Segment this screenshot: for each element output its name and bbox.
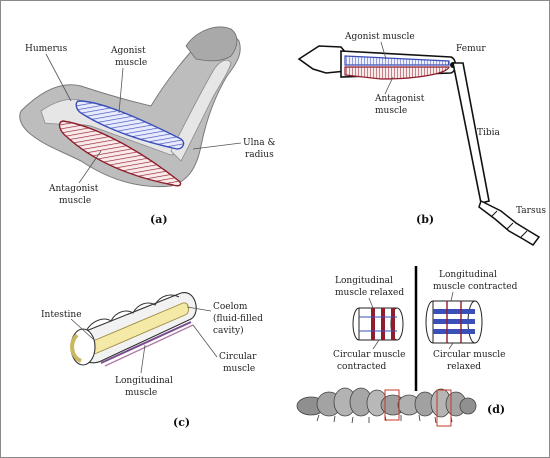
panel-d-caption: (d): [487, 403, 505, 416]
circ-contracted-label-2: contracted: [337, 362, 387, 372]
circ-relaxed-label-1: Circular muscle: [433, 350, 506, 360]
long-contracted-label-1: Longitudinal: [439, 270, 497, 280]
agonist-label-b: Agonist muscle: [344, 32, 415, 42]
circular-label-1: Circular: [219, 352, 257, 362]
femur-label: Femur: [456, 44, 486, 54]
tarsus-label: Tarsus: [516, 206, 546, 216]
panel-a-caption: (a): [150, 213, 168, 226]
coelom-label-2: (fluid-filled: [213, 313, 263, 324]
hand-shape: [185, 26, 238, 62]
agonist-muscle-leg: [344, 55, 450, 66]
long-relaxed-label-1: Longitudinal: [335, 276, 393, 286]
ulna-label-2: radius: [245, 150, 274, 160]
antagonist-label-a2: muscle: [59, 196, 91, 206]
segment-circular-contracted: [352, 307, 404, 341]
agonist-label-a2: muscle: [115, 58, 147, 68]
ulna-radius-bone: [170, 59, 232, 162]
antagonist-label-b2: muscle: [375, 106, 407, 116]
agonist-muscle-arm: [75, 100, 185, 150]
circ-contracted-label-1: Circular muscle: [333, 350, 406, 360]
antagonist-muscle-arm: [58, 120, 182, 187]
panel-b-leg: Agonist muscle Femur Antagonist muscle T…: [297, 32, 546, 246]
panel-a-arm: Humerus Agonist muscle Antagonist muscle…: [19, 26, 276, 226]
agonist-label-a1: Agonist: [110, 46, 146, 56]
highlight-segment-2: [436, 389, 452, 427]
ulna-label-1: Ulna &: [243, 138, 276, 148]
earthworm-body: [296, 387, 477, 427]
circular-muscle-layer: [100, 321, 192, 364]
circular-label-2: muscle: [223, 364, 255, 374]
humerus-label: Humerus: [25, 44, 68, 54]
highlight-segment-1: [384, 389, 400, 421]
panel-d-worm: Longitudinal muscle relaxed Circular mus…: [296, 266, 518, 427]
circ-relaxed-label-2: relaxed: [447, 362, 481, 372]
longitudinal-label-1: Longitudinal: [115, 376, 173, 386]
panel-b-caption: (b): [416, 213, 434, 226]
panel-c-caption: (c): [173, 416, 190, 429]
coelom-label-1: Coelom: [213, 302, 248, 312]
tibia-label: Tibia: [477, 128, 501, 138]
leg-tibia: [452, 62, 490, 204]
longitudinal-muscle-layer: [104, 324, 194, 367]
intestine-label: Intestine: [41, 310, 82, 320]
tube-cut-end: [70, 328, 96, 366]
antagonist-muscle-leg: [344, 66, 450, 80]
panel-c-body-tube: Intestine Coelom (fluid-filled cavity) C…: [41, 292, 263, 429]
leg-coxa: [297, 45, 347, 74]
long-relaxed-label-2: muscle relaxed: [335, 288, 404, 298]
antagonist-label-a1: Antagonist: [48, 184, 99, 194]
segment-longitudinal-contracted: [425, 300, 483, 344]
antagonist-label-b1: Antagonist: [374, 94, 425, 104]
coelom-label-3: cavity): [213, 325, 244, 336]
body-top-ribs: [85, 294, 180, 332]
longitudinal-label-2: muscle: [125, 388, 157, 398]
long-contracted-label-2: muscle contracted: [433, 282, 518, 292]
